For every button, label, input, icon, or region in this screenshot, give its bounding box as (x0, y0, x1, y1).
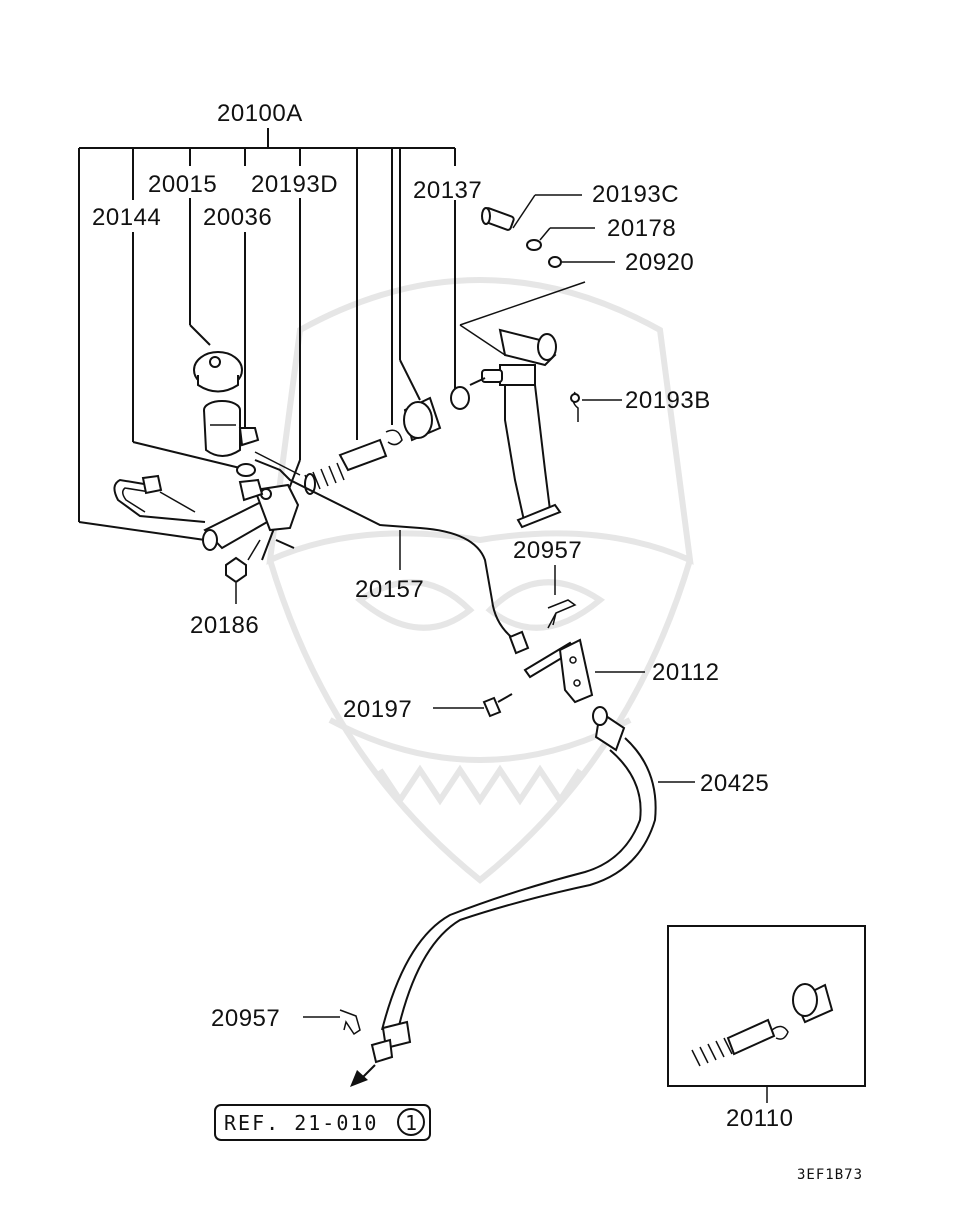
pedal-dash-line (459, 281, 586, 326)
label-20157: 20157 (355, 576, 424, 603)
pipe-20157 (254, 451, 530, 655)
master-cylinder (202, 463, 300, 551)
push-rod (304, 438, 388, 495)
clip-20957-bottom (303, 1009, 361, 1036)
label-20144: 20144 (92, 204, 161, 231)
label-20036: 20036 (203, 204, 272, 231)
reference-text: REF. 21-010 (224, 1111, 378, 1135)
reservoir (203, 400, 260, 457)
bracket-20112 (523, 638, 645, 704)
nut-20186 (225, 539, 261, 604)
boot-parts (385, 386, 470, 446)
clip-20957-top (547, 565, 577, 629)
label-20015: 20015 (148, 171, 217, 198)
bolt-20197 (433, 693, 513, 718)
label-20100a: 20100A (217, 100, 303, 127)
diagram-code: 3EF1B73 (797, 1167, 863, 1183)
reference-box[interactable]: REF. 21-010 1 (214, 1104, 431, 1141)
label-20957-top: 20957 (513, 537, 582, 564)
clip-20178 (526, 227, 595, 251)
label-20178: 20178 (607, 215, 676, 242)
label-20193d: 20193D (251, 171, 338, 198)
label-20193b: 20193B (625, 387, 711, 414)
washer-20920 (548, 256, 615, 268)
label-20920: 20920 (625, 249, 694, 276)
pin-20193c (481, 194, 582, 231)
reference-circled-number: 1 (405, 1111, 419, 1135)
clutch-pedal (459, 324, 562, 529)
label-20193c: 20193C (592, 181, 679, 208)
kit-20110-inset (667, 925, 866, 1103)
label-20957-bottom: 20957 (211, 1005, 280, 1032)
clip-20193b (570, 391, 622, 422)
label-20186: 20186 (190, 612, 259, 639)
label-20425: 20425 (700, 770, 769, 797)
label-20112: 20112 (652, 659, 719, 686)
pipe-20144 (113, 474, 206, 523)
reservoir-cap (193, 351, 243, 393)
label-20137: 20137 (413, 177, 482, 204)
assembly-bracket-lines (78, 128, 456, 561)
label-20197: 20197 (343, 696, 412, 723)
hose-20425 (370, 706, 695, 1064)
watermark (266, 277, 694, 884)
label-20110: 20110 (726, 1105, 793, 1132)
arrow-icon (350, 1064, 376, 1087)
